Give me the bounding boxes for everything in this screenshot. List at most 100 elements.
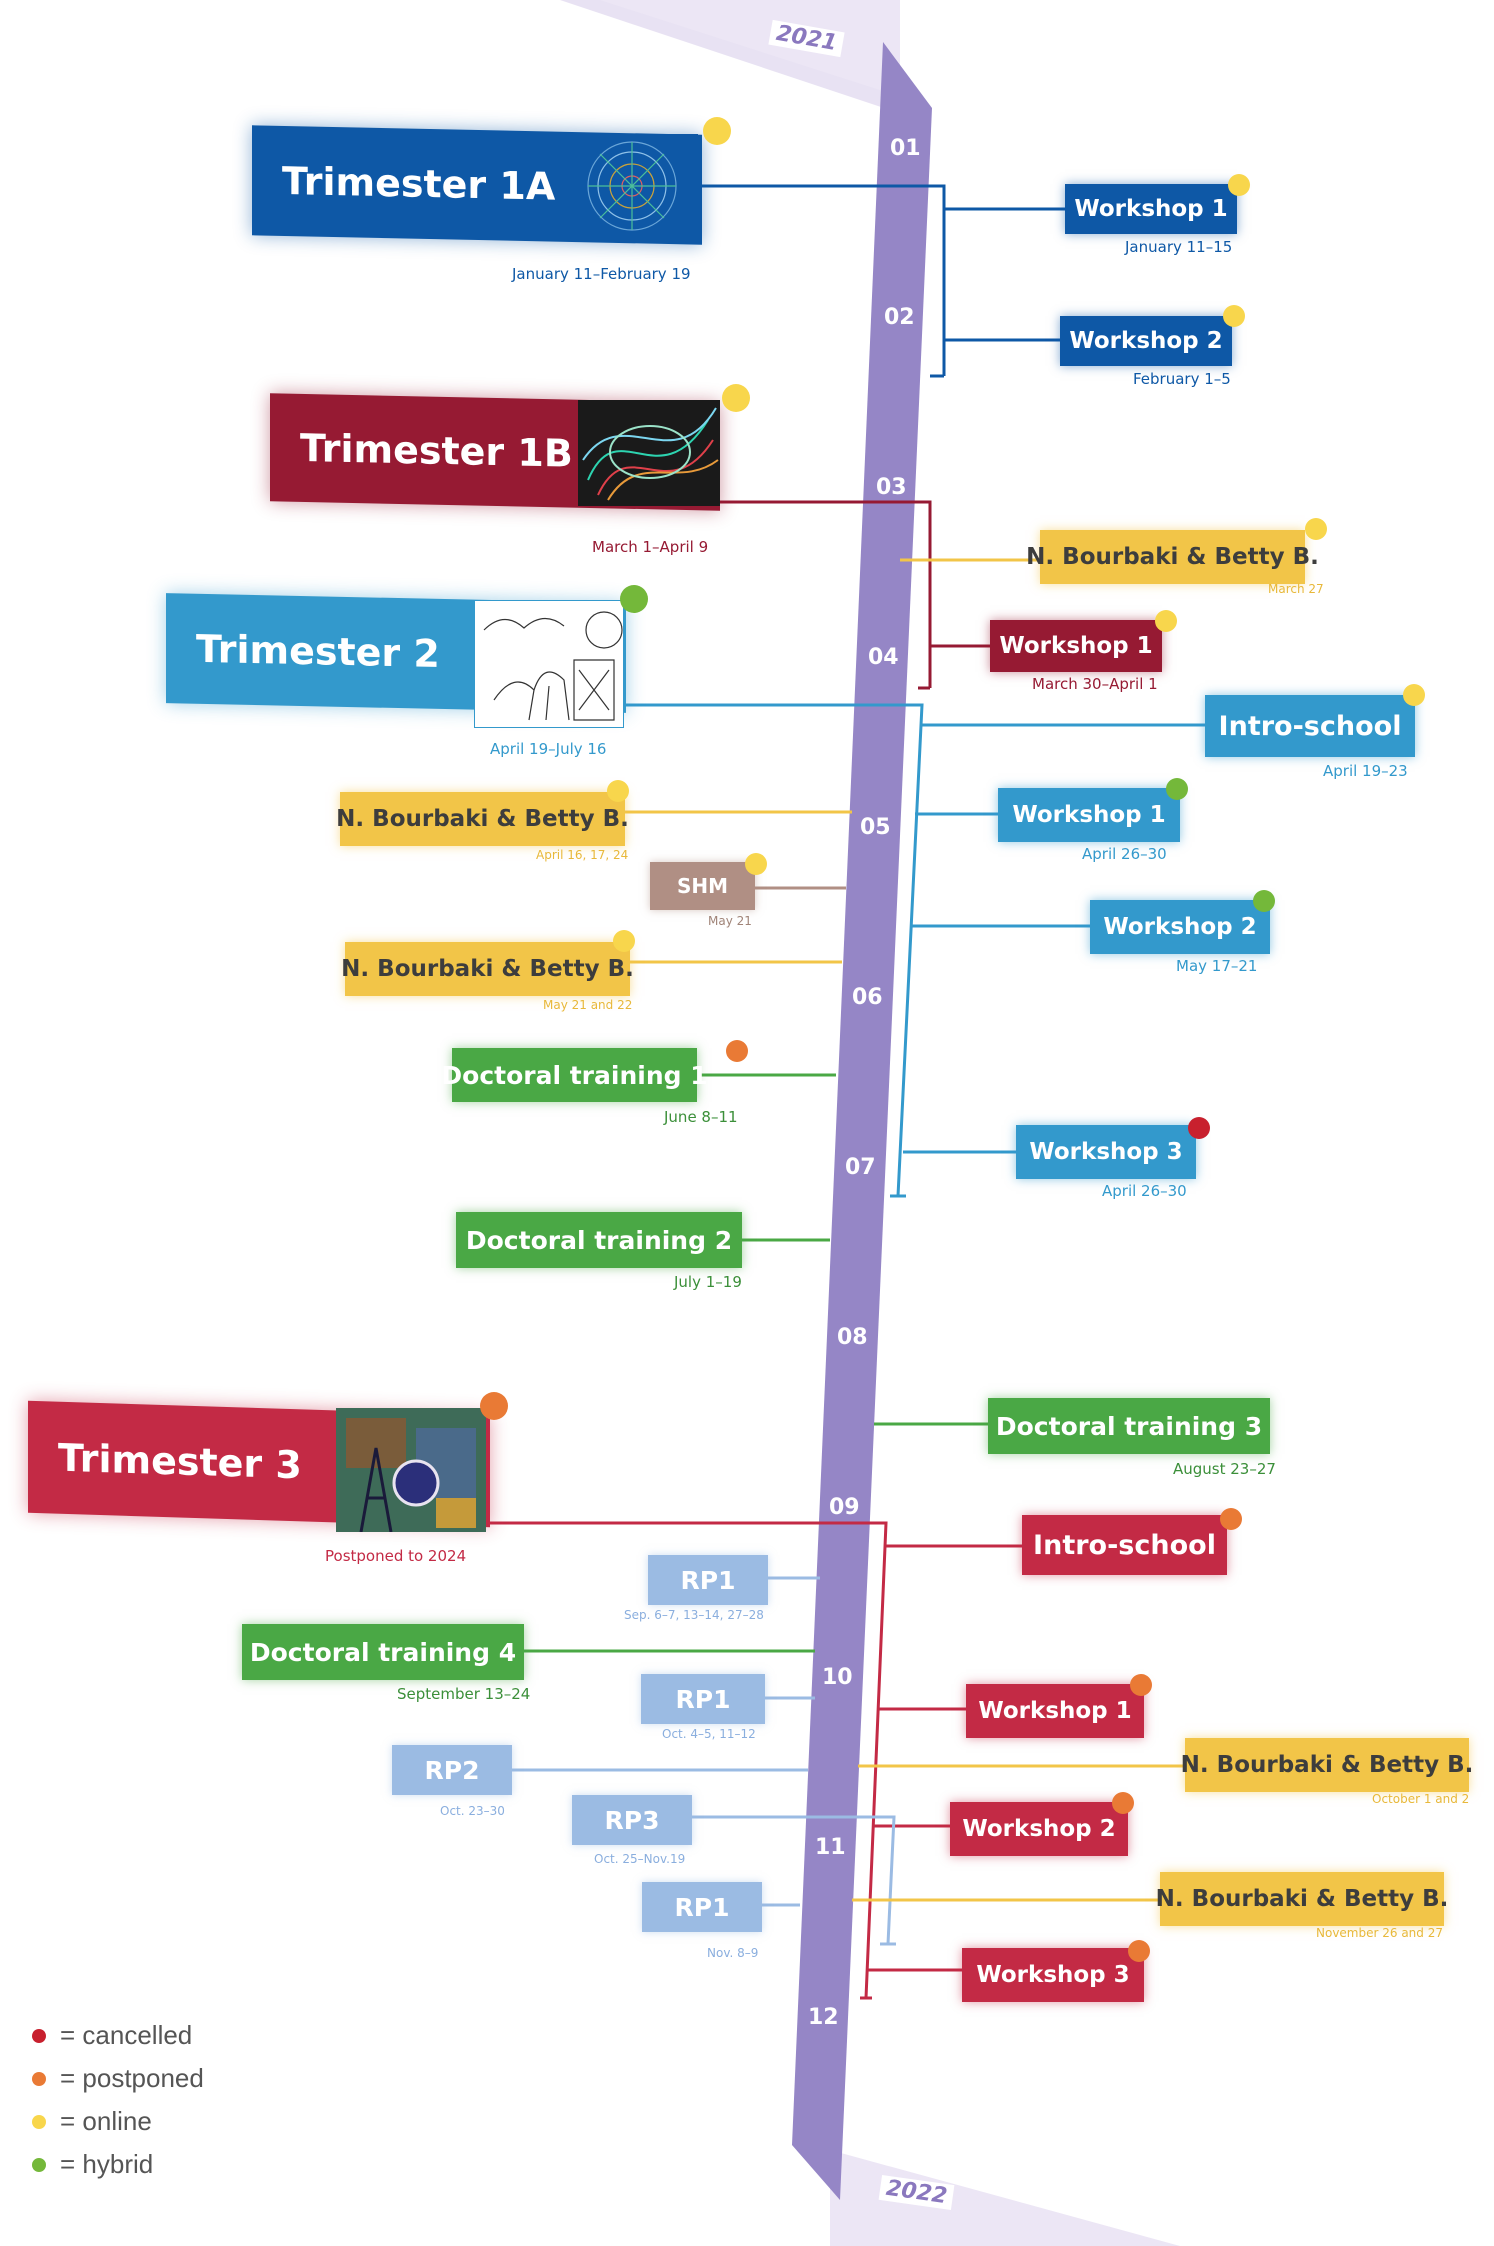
- workshop-3-label: Workshop 3: [1029, 1139, 1183, 1165]
- shm-box[interactable]: SHM: [650, 862, 755, 910]
- workshop-1-label: Workshop 1: [999, 633, 1153, 659]
- bourbaki-event-label: N. Bourbaki & Betty B.: [341, 956, 634, 982]
- month-label: 09: [829, 1495, 860, 1520]
- rp1-label: RP1: [674, 1892, 730, 1922]
- bourbaki-event-date: November 26 and 27: [1316, 1926, 1443, 1940]
- postponed-status-dot: [1130, 1674, 1152, 1696]
- doctoral-training-3-label: Doctoral training 3: [995, 1411, 1263, 1441]
- trimester-1a-label: Trimester 1A: [282, 158, 556, 209]
- month-label: 08: [837, 1325, 868, 1350]
- rp1-date: Oct. 4–5, 11–12: [662, 1727, 756, 1741]
- intro-school-label: Intro-school: [1033, 1529, 1216, 1561]
- trimester-2-label: Trimester 2: [196, 626, 440, 676]
- bourbaki-event-box[interactable]: N. Bourbaki & Betty B.: [1026, 530, 1319, 584]
- intro-school-date: April 19–23: [1323, 762, 1408, 780]
- workshop-1-date: March 30–April 1: [1032, 675, 1158, 693]
- online-status-dot: [607, 780, 629, 802]
- online-status-dot: [1228, 174, 1250, 196]
- doctoral-training-1-date: June 8–11: [664, 1108, 738, 1126]
- workshop-1-box[interactable]: Workshop 1: [966, 1684, 1144, 1738]
- connector-trimester-1a: [700, 184, 1068, 378]
- online-status-dot: [703, 117, 731, 145]
- workshop-2-box[interactable]: Workshop 2: [1060, 316, 1232, 366]
- postponed-status-dot: [1220, 1508, 1242, 1530]
- bourbaki-event-label: N. Bourbaki & Betty B.: [1155, 1886, 1449, 1912]
- month-label: 02: [884, 305, 915, 330]
- legend-hybrid-label: = hybrid: [60, 2149, 154, 2179]
- trimester-1b-date: March 1–April 9: [592, 538, 709, 556]
- connector-trimester-2: [615, 703, 1205, 1198]
- doctoral-training-4-box[interactable]: Doctoral training 4: [242, 1624, 524, 1680]
- legend-item-postponed: = postponed: [32, 2063, 204, 2094]
- rp1-box[interactable]: RP1: [641, 1674, 765, 1724]
- workshop-1-box[interactable]: Workshop 1: [990, 620, 1162, 672]
- month-label: 01: [890, 136, 921, 161]
- intro-school-box[interactable]: Intro-school: [1022, 1515, 1227, 1575]
- trimester-1b-image: [578, 400, 720, 506]
- workshop-1-box[interactable]: Workshop 1: [1065, 184, 1237, 234]
- workshop-3-box[interactable]: Workshop 3: [1016, 1125, 1196, 1179]
- rp1-box[interactable]: RP1: [648, 1555, 768, 1605]
- workshop-1-date: January 11–15: [1125, 238, 1233, 256]
- legend-cancelled-icon: [32, 2028, 46, 2043]
- legend-item-online: = online: [32, 2106, 152, 2137]
- online-status-dot: [745, 853, 767, 875]
- online-status-dot: [613, 930, 635, 952]
- workshop-2-box[interactable]: Workshop 2: [950, 1802, 1128, 1856]
- intro-school-label: Intro-school: [1218, 710, 1402, 742]
- month-label: 07: [845, 1155, 876, 1180]
- month-label: 04: [868, 645, 899, 670]
- legend-online-icon: [32, 2114, 46, 2129]
- trimester-3-date: Postponed to 2024: [325, 1547, 467, 1565]
- bourbaki-event-date: October 1 and 2: [1372, 1792, 1470, 1806]
- bourbaki-event-box[interactable]: N. Bourbaki & Betty B.: [341, 942, 634, 996]
- year-ribbon-top: [560, 0, 890, 110]
- workshop-2-label: Workshop 2: [1103, 914, 1257, 940]
- workshop-1-box[interactable]: Workshop 1: [998, 788, 1180, 842]
- doctoral-training-1-box[interactable]: Doctoral training 1: [441, 1048, 708, 1102]
- bourbaki-event-label: N. Bourbaki & Betty B.: [336, 806, 629, 832]
- timeline-spine: [792, 42, 932, 2200]
- trimester-1b-label: Trimester 1B: [300, 425, 573, 476]
- rp3-box[interactable]: RP3: [572, 1795, 692, 1845]
- workshop-1-date: April 26–30: [1082, 845, 1167, 863]
- legend-cancelled-label: = cancelled: [60, 2020, 193, 2050]
- year-ribbon-bottom: [830, 2150, 1180, 2246]
- workshop-1-label: Workshop 1: [1012, 802, 1166, 828]
- rp1-box[interactable]: RP1: [642, 1882, 762, 1932]
- rp2-box[interactable]: RP2: [392, 1745, 512, 1795]
- connector-trimester-1b: [718, 500, 995, 690]
- year-ribbon-top-band: [600, 0, 900, 95]
- bourbaki-event-box[interactable]: N. Bourbaki & Betty B.: [336, 792, 629, 846]
- rp1-label: RP1: [680, 1565, 736, 1595]
- month-label: 03: [876, 475, 907, 500]
- doctoral-training-2-date: July 1–19: [674, 1273, 742, 1291]
- doctoral-training-2-box[interactable]: Doctoral training 2: [456, 1212, 742, 1268]
- doctoral-training-3-date: August 23–27: [1173, 1460, 1276, 1478]
- legend-postponed-label: = postponed: [60, 2063, 204, 2093]
- bourbaki-event-label: N. Bourbaki & Betty B.: [1026, 544, 1319, 570]
- month-label: 11: [815, 1835, 846, 1860]
- legend-hybrid-icon: [32, 2157, 46, 2172]
- month-label: 05: [860, 815, 891, 840]
- trimester-1a-image: [572, 134, 698, 238]
- bourbaki-event-date: March 27: [1268, 582, 1324, 596]
- trimester-2-image: [474, 600, 624, 728]
- month-label: 10: [822, 1665, 853, 1690]
- rp1-date: Sep. 6–7, 13–14, 27–28: [624, 1608, 764, 1622]
- doctoral-training-3-box[interactable]: Doctoral training 3: [988, 1398, 1270, 1454]
- bourbaki-event-box[interactable]: N. Bourbaki & Betty B.: [1181, 1738, 1473, 1792]
- trimester-1a-date: January 11–February 19: [512, 265, 691, 283]
- rp3-date: Oct. 25–Nov.19: [594, 1852, 686, 1866]
- workshop-3-box[interactable]: Workshop 3: [962, 1948, 1144, 2002]
- online-status-dot: [1223, 305, 1245, 327]
- doctoral-training-2-label: Doctoral training 2: [465, 1225, 733, 1255]
- bourbaki-event-box[interactable]: N. Bourbaki & Betty B.: [1156, 1872, 1448, 1926]
- workshop-3-label: Workshop 3: [976, 1962, 1130, 1988]
- workshop-2-box[interactable]: Workshop 2: [1090, 900, 1270, 954]
- intro-school-box[interactable]: Intro-school: [1205, 695, 1415, 757]
- doctoral-training-4-label: Doctoral training 4: [249, 1637, 517, 1667]
- trimester-2-date: April 19–July 16: [490, 740, 607, 758]
